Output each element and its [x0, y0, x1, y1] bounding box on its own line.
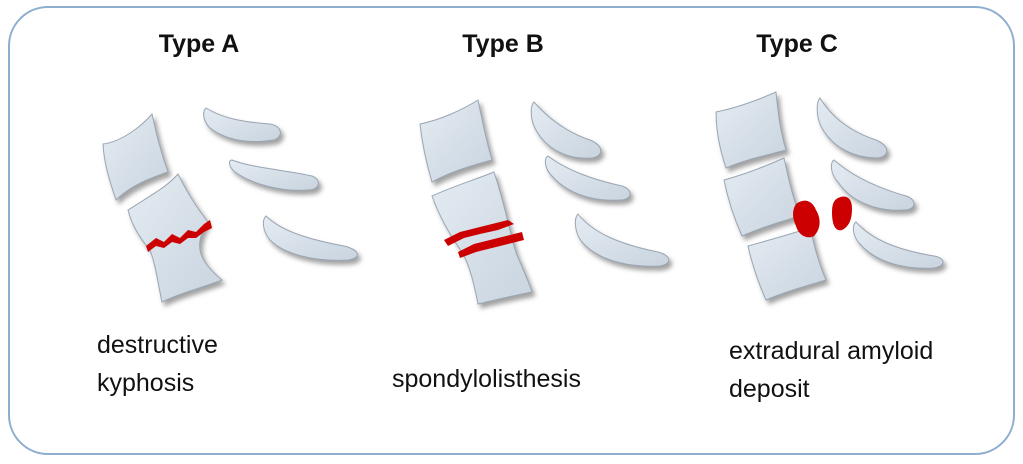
- type-c-caption-line-2: deposit: [729, 370, 933, 408]
- type-a-illustration: [103, 108, 357, 302]
- type-a-process-1: [204, 108, 281, 142]
- type-a-caption-line-2: kyphosis: [97, 364, 218, 402]
- type-a-title: Type A: [99, 30, 299, 59]
- type-b-process-1: [531, 102, 601, 158]
- type-a-upper-vertebra: [103, 114, 168, 200]
- type-c-upper-vertebra: [716, 92, 786, 168]
- type-c-caption: extradural amyloid deposit: [729, 332, 933, 408]
- type-c-illustration: [716, 92, 943, 300]
- type-c-process-1: [817, 98, 887, 158]
- type-c-middle-vertebra: [724, 158, 800, 236]
- type-b-process-2: [545, 156, 630, 200]
- type-a-caption-line-1: destructive: [97, 326, 218, 364]
- type-c-lower-vertebra: [748, 228, 826, 300]
- type-a-caption: destructive kyphosis: [97, 326, 218, 402]
- type-b-title: Type B: [403, 30, 603, 59]
- type-c-process-3: [853, 222, 943, 268]
- type-b-illustration: [420, 100, 669, 304]
- type-b-upper-vertebra: [420, 100, 492, 182]
- type-b-caption-line-1: spondylolisthesis: [392, 360, 581, 398]
- type-b-process-3: [575, 214, 668, 266]
- type-c-amyloid-deposit-right: [832, 196, 852, 230]
- type-a-process-3: [263, 216, 357, 260]
- type-c-title: Type C: [697, 30, 897, 59]
- type-b-caption: spondylolisthesis: [392, 360, 581, 398]
- type-c-caption-line-1: extradural amyloid: [729, 332, 933, 370]
- type-a-process-2: [230, 160, 319, 190]
